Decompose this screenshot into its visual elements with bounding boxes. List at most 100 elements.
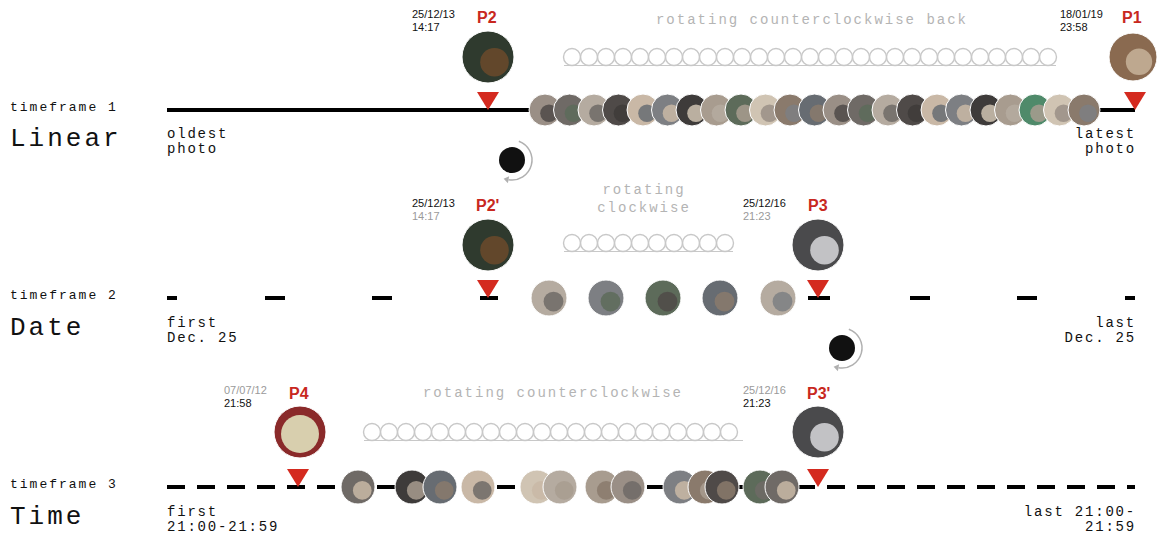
rotation-coil bbox=[670, 424, 687, 441]
axis-end-label: first 21:00-21:59 bbox=[167, 505, 285, 535]
position-marker bbox=[807, 469, 829, 487]
rotation-coil bbox=[364, 424, 381, 441]
position-marker bbox=[807, 280, 829, 298]
rotation-coil bbox=[870, 49, 887, 66]
photo-thumbnail-detail bbox=[353, 481, 372, 500]
photo-label: P2 bbox=[477, 9, 497, 27]
photo-thumbnail bbox=[645, 280, 681, 316]
rotation-coil bbox=[734, 49, 751, 66]
photo-thumbnail bbox=[611, 470, 645, 504]
rotation-coil bbox=[564, 49, 581, 66]
rotation-coil bbox=[564, 235, 581, 252]
photo-label: P4 bbox=[289, 385, 309, 403]
photo-thumbnail bbox=[760, 280, 796, 316]
photo-label: P3 bbox=[808, 197, 828, 215]
photo-thumbnail-detail bbox=[601, 292, 621, 312]
rotation-coil bbox=[687, 424, 704, 441]
rotation-coil bbox=[598, 235, 615, 252]
photo-thumbnail-detail bbox=[658, 292, 678, 312]
rotation-coil bbox=[666, 49, 683, 66]
timeline-dash bbox=[808, 296, 830, 300]
timeframe-name: Linear bbox=[10, 124, 122, 154]
photo-thumbnail bbox=[461, 470, 495, 504]
rotation-coil bbox=[972, 49, 989, 66]
photo-thumbnail-detail bbox=[717, 481, 736, 500]
timeline-dash bbox=[480, 296, 498, 300]
axis-end-label: last 21:00-21:59 bbox=[1018, 505, 1136, 535]
rotation-coil bbox=[381, 424, 398, 441]
rotation-coil bbox=[415, 424, 432, 441]
timeframe-number: timeframe 3 bbox=[10, 477, 118, 492]
time-label: 21:23 bbox=[743, 397, 771, 410]
rotation-coil bbox=[700, 235, 717, 252]
rotation-coil bbox=[632, 235, 649, 252]
rotation-dot bbox=[499, 147, 525, 173]
rotation-coil bbox=[921, 49, 938, 66]
rotation-coil bbox=[581, 235, 598, 252]
photo-thumbnail bbox=[705, 470, 739, 504]
timeline-dash bbox=[167, 296, 177, 300]
rotation-note: rotating counterclockwise back bbox=[656, 11, 968, 29]
photo-thumbnail-detail bbox=[777, 481, 796, 500]
rotation-coil bbox=[887, 49, 904, 66]
rotation-arrowhead bbox=[504, 176, 510, 183]
rotation-coil bbox=[717, 235, 734, 252]
rotation-coil bbox=[602, 424, 619, 441]
date-label: 25/12/16 bbox=[743, 197, 786, 210]
photo-thumbnail-detail bbox=[623, 481, 642, 500]
key-photo bbox=[462, 31, 514, 83]
time-label: 14:17 bbox=[412, 21, 440, 34]
rotation-coil bbox=[1023, 49, 1040, 66]
timeline-dash bbox=[1017, 296, 1037, 300]
date-label: 07/07/12 bbox=[224, 384, 267, 397]
rotation-coil bbox=[683, 49, 700, 66]
key-photo-detail bbox=[480, 236, 509, 265]
rotation-coil bbox=[517, 424, 534, 441]
photo-thumbnail bbox=[531, 280, 567, 316]
rotation-coil bbox=[1006, 49, 1023, 66]
position-marker bbox=[477, 280, 499, 298]
photo-label: P3' bbox=[807, 385, 830, 403]
rotation-coil bbox=[500, 424, 517, 441]
photo-thumbnail bbox=[588, 280, 624, 316]
rotation-coil bbox=[636, 424, 653, 441]
rotation-arrowhead bbox=[834, 364, 840, 371]
rotation-coil bbox=[649, 49, 666, 66]
rotation-coil bbox=[700, 49, 717, 66]
date-label: 18/01/19 bbox=[1060, 8, 1103, 21]
key-photo-detail bbox=[281, 415, 319, 453]
photo-thumbnail-detail bbox=[555, 481, 574, 500]
photo-thumbnail bbox=[341, 470, 375, 504]
rotation-coil bbox=[568, 424, 585, 441]
photo-thumbnail bbox=[543, 470, 577, 504]
date-label: 25/12/13 bbox=[412, 8, 455, 21]
rotation-dot bbox=[829, 335, 855, 361]
key-photo-detail bbox=[810, 236, 839, 265]
rotation-coil bbox=[904, 49, 921, 66]
photo-thumbnail bbox=[765, 470, 799, 504]
rotation-coil bbox=[551, 424, 568, 441]
photo-thumbnail bbox=[702, 280, 738, 316]
key-photo bbox=[1109, 33, 1157, 81]
rotation-coil bbox=[615, 235, 632, 252]
key-photo-detail bbox=[480, 48, 509, 77]
timeline-dash bbox=[265, 296, 285, 300]
rotation-coil bbox=[449, 424, 466, 441]
rotation-coil bbox=[836, 49, 853, 66]
photo-label: P1 bbox=[1122, 9, 1142, 27]
position-marker bbox=[477, 92, 499, 110]
key-photo-detail bbox=[810, 423, 839, 452]
timeframe-name: Time bbox=[10, 502, 84, 532]
photo-thumbnail bbox=[1068, 94, 1100, 126]
axis-end-label: oldest photo bbox=[167, 127, 233, 157]
rotation-coil bbox=[483, 424, 500, 441]
rotation-coil bbox=[802, 49, 819, 66]
rotation-coil bbox=[717, 49, 734, 66]
timeline-dashed-axis bbox=[167, 485, 1135, 489]
rotation-coil bbox=[955, 49, 972, 66]
photo-thumbnail-detail bbox=[544, 292, 564, 312]
rotation-coil bbox=[666, 235, 683, 252]
photo-label: P2' bbox=[476, 197, 499, 215]
rotation-coil bbox=[649, 235, 666, 252]
